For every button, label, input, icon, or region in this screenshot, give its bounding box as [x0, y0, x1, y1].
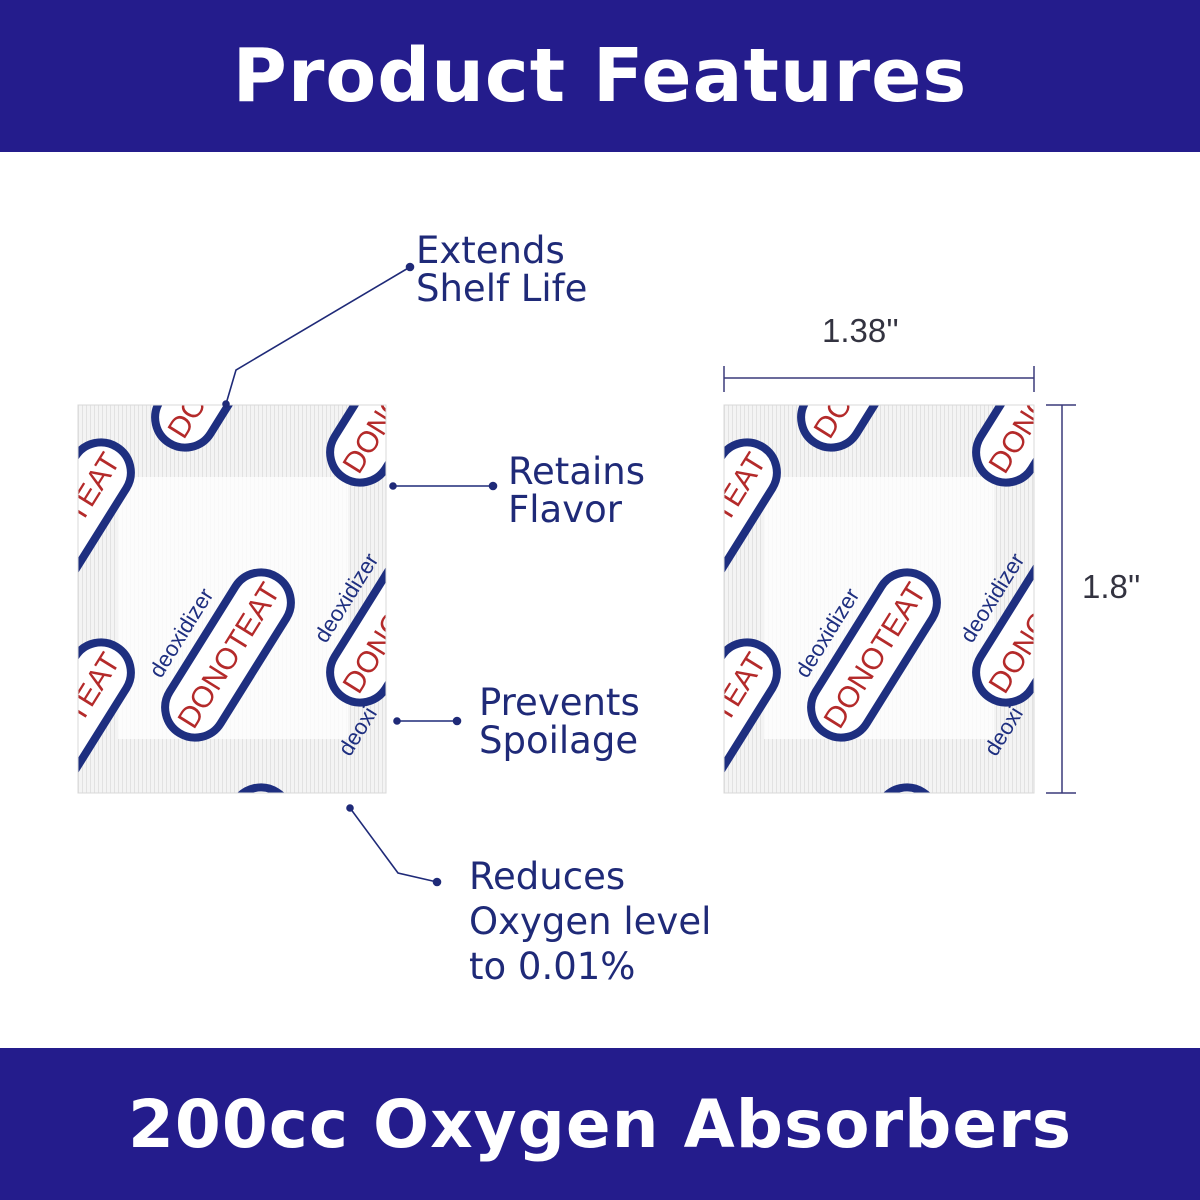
- feature-spoilage: Prevents Spoilage: [479, 681, 640, 762]
- callout-dot: [432, 877, 442, 887]
- callout-line-oxygen: [349, 807, 438, 883]
- feature-shelf-life: Extends Shelf Life: [416, 229, 588, 310]
- feature-flavor: Retains Flavor: [508, 450, 645, 531]
- dimension-lines: [723, 366, 1076, 794]
- height-label: 1.8'': [1082, 568, 1141, 605]
- callout-dot: [405, 262, 415, 272]
- callout-dot: [393, 717, 401, 725]
- callout-dot: [346, 804, 354, 812]
- width-label: 1.38'': [822, 312, 899, 349]
- callout-line-shelf-life: [225, 266, 411, 405]
- feature-oxygen: Reduces Oxygen level to 0.01%: [469, 855, 712, 988]
- header-banner: Product Features: [0, 0, 1200, 152]
- footer-title: 200cc Oxygen Absorbers: [127, 1085, 1072, 1163]
- callout-dot: [452, 716, 462, 726]
- left-packet: [0, 271, 467, 964]
- callout-dot: [488, 481, 498, 491]
- callout-dot: [222, 400, 230, 408]
- callout-lines: [222, 262, 498, 887]
- callout-dot: [389, 482, 397, 490]
- header-title: Product Features: [232, 33, 968, 119]
- footer-banner: 200cc Oxygen Absorbers: [0, 1048, 1200, 1200]
